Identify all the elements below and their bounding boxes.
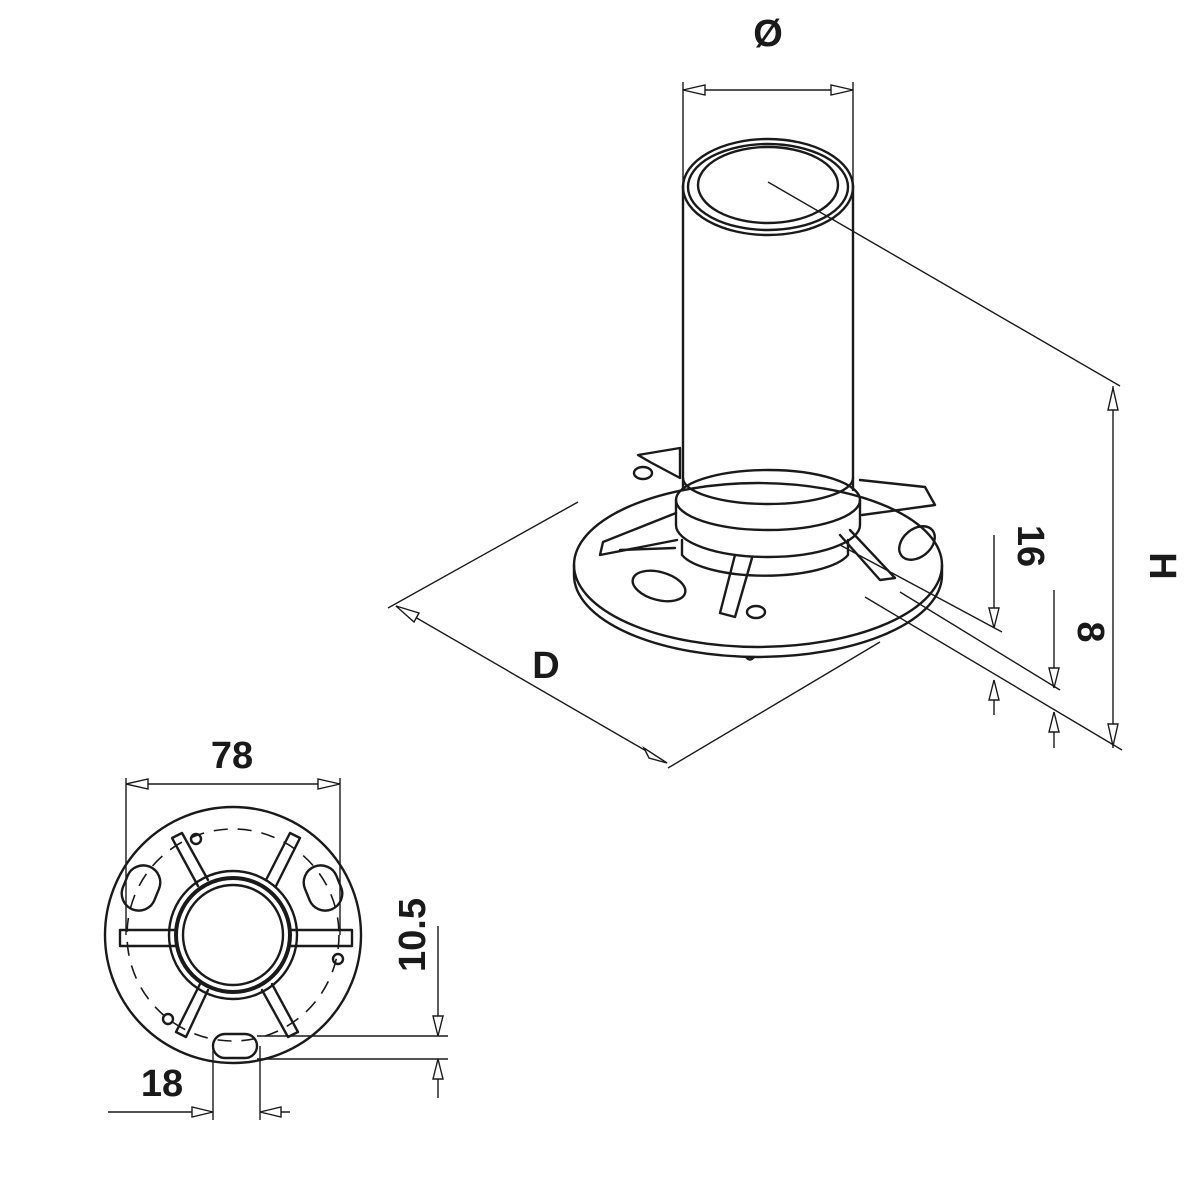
slot-width-dimension: 18 <box>108 1046 290 1120</box>
flange-ribs <box>598 446 937 619</box>
height-dimension: H <box>767 181 1183 751</box>
slot-width-label: 18 <box>141 1063 183 1105</box>
width-label: 78 <box>211 735 253 777</box>
flange-diameter-label: D <box>532 645 559 687</box>
flange-diameter-dimension: D <box>387 501 881 769</box>
height-label: H <box>1141 552 1183 579</box>
slot-offset-label: 10.5 <box>392 898 434 972</box>
flange-holes <box>631 465 936 620</box>
top-view: 78 10.5 18 <box>103 735 448 1120</box>
tube <box>681 137 855 506</box>
top-view-ribs <box>118 831 354 1039</box>
diameter-dimension: Ø <box>682 13 854 185</box>
thickness-dimensions: 16 8 <box>839 525 1111 748</box>
thickness-16-label: 16 <box>1009 525 1051 567</box>
tube-collar <box>674 468 862 577</box>
width-dimension: 78 <box>125 735 341 935</box>
thickness-8-label: 8 <box>1069 621 1111 642</box>
isometric-view: Ø H 16 8 <box>387 13 1183 769</box>
flange-plate <box>572 481 944 661</box>
diameter-label: Ø <box>753 13 783 55</box>
slot-offset-dimension: 10.5 <box>257 898 448 1098</box>
